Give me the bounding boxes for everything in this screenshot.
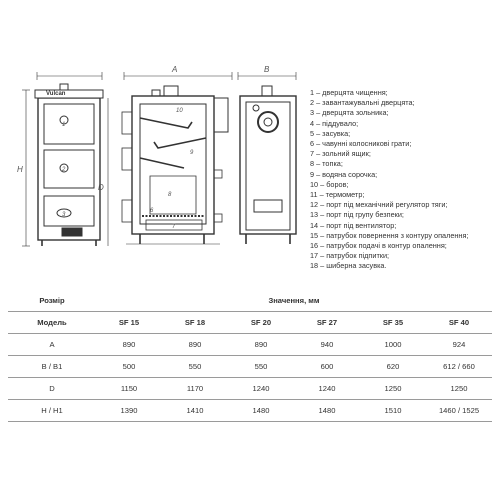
callout-2: 2 <box>61 167 66 173</box>
front-callouts: 1 2 3 <box>61 122 66 218</box>
table-cell: 1250 <box>450 384 468 393</box>
table-cell: 1410 <box>186 406 204 415</box>
legend-item: 16 – патрубок подачі в контур опалення; <box>310 241 447 251</box>
table-row: D 1150 1170 1240 1240 1250 1250 <box>8 378 492 400</box>
table-cell: 612 / 660 <box>443 362 475 371</box>
legend-item: 11 – термометр; <box>310 190 365 200</box>
table-cell: 550 <box>254 362 268 371</box>
rear-view <box>237 72 297 244</box>
callout-10: 10 <box>176 108 183 114</box>
table-cell: 890 <box>188 340 202 349</box>
row-label: A <box>49 340 55 349</box>
legend-item: 15 – патрубок повернення з контуру опале… <box>310 230 469 240</box>
model-label: Модель <box>37 318 67 327</box>
legend-item: 8 – топка; <box>310 159 343 169</box>
table-cell: 1250 <box>384 384 402 393</box>
table-header-row: Розмір Значення, мм <box>8 290 492 312</box>
dimensions-table: Розмір Значення, мм Модель SF 15 SF 18 S… <box>8 290 492 422</box>
dim-label-b: B <box>264 65 270 74</box>
model-name: SF 15 <box>118 318 140 327</box>
table-cell: 550 <box>188 362 202 371</box>
table-cell: 1460 / 1525 <box>438 406 480 415</box>
dim-label-a: A <box>171 65 177 74</box>
model-name: SF 27 <box>316 318 338 327</box>
table-cell: 1480 <box>252 406 270 415</box>
table-cell: 1390 <box>120 406 138 415</box>
legend-item: 18 – шиберна засувка. <box>310 261 387 271</box>
boiler-technical-drawing: Vulcan H D 1 2 3 <box>17 65 297 247</box>
size-header: Розмір <box>39 296 65 305</box>
parts-legend: 1 – дверцята чищення; 2 – завантажувальн… <box>310 88 496 272</box>
table-row: H / H1 1390 1410 1480 1480 1510 1460 / 1… <box>8 400 492 422</box>
row-label: D <box>49 384 55 393</box>
legend-item: 13 – порт під групу безпеки; <box>310 210 404 220</box>
callout-1: 1 <box>62 122 65 128</box>
callout-8: 8 <box>168 192 172 198</box>
model-name: SF 40 <box>448 318 470 327</box>
table-cell: 600 <box>320 362 334 371</box>
values-header: Значення, мм <box>268 296 320 305</box>
dim-label-d: D <box>98 183 104 192</box>
section-callouts: 10 9 8 6 7 <box>150 108 194 230</box>
legend-item: 7 – зольний ящик; <box>310 149 371 159</box>
table-cell: 1480 <box>318 406 336 415</box>
legend-item: 4 – піддувало; <box>310 118 359 128</box>
table-cell: 940 <box>320 340 334 349</box>
table-row: B / B1 500 550 550 600 620 612 / 660 <box>8 356 492 378</box>
model-row: Модель SF 15 SF 18 SF 20 SF 27 SF 35 SF … <box>8 312 492 334</box>
legend-item: 1 – дверцята чищення; <box>310 88 388 97</box>
callout-9: 9 <box>190 150 194 156</box>
legend-item: 6 – чавунні колосникові грати; <box>310 139 412 149</box>
table-cell: 1150 <box>120 384 138 393</box>
table-cell: 890 <box>254 340 268 349</box>
legend-item: 9 – водяна сорочка; <box>310 169 378 179</box>
legend-item: 10 – боров; <box>310 179 349 189</box>
legend-item: 12 – порт під механічний регулятор тяги; <box>310 200 448 210</box>
legend-item: 14 – порт під вентилятор; <box>310 220 397 230</box>
table-cell: 1240 <box>318 384 336 393</box>
section-view <box>121 72 233 245</box>
brand-logo: Vulcan <box>46 91 66 97</box>
table-cell: 924 <box>452 340 466 349</box>
legend-item: 2 – завантажувальні дверцята; <box>310 98 415 108</box>
table-row: A 890 890 890 940 1000 924 <box>8 334 492 356</box>
table-cell: 1510 <box>384 406 402 415</box>
callout-3: 3 <box>62 212 66 218</box>
table-cell: 890 <box>122 340 136 349</box>
table-cell: 1240 <box>252 384 270 393</box>
model-name: SF 20 <box>250 318 272 327</box>
model-name: SF 35 <box>382 318 404 327</box>
model-name: SF 18 <box>184 318 206 327</box>
front-view <box>22 72 109 247</box>
legend-item: 17 – патрубок підпитки; <box>310 251 390 261</box>
table-cell: 500 <box>122 362 136 371</box>
table-cell: 620 <box>386 362 400 371</box>
legend-item: 3 – дверцята зольника; <box>310 108 389 118</box>
callout-6: 6 <box>150 208 154 214</box>
row-label: H / H1 <box>41 406 63 415</box>
callout-7: 7 <box>172 224 176 230</box>
row-label: B / B1 <box>41 362 63 371</box>
legend-item: 5 – засувка; <box>310 128 351 138</box>
dim-label-h: H <box>17 165 23 174</box>
table-cell: 1170 <box>186 384 204 393</box>
table-cell: 1000 <box>384 340 402 349</box>
